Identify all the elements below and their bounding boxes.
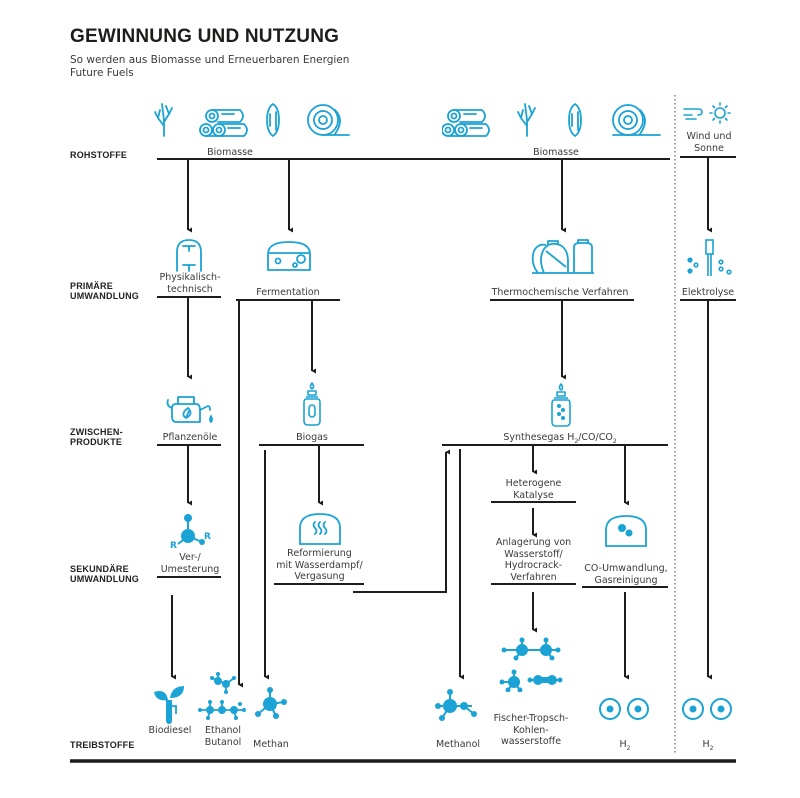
label-heterogene-katalyse: Heterogene Katalyse	[505, 478, 562, 501]
label-h2-left: H2	[605, 739, 645, 754]
alcohol-molecules-icon	[198, 672, 246, 720]
sun-icon	[709, 102, 731, 124]
synthesegas-text: Synthesegas H	[503, 432, 575, 443]
hay-bale-icon	[612, 104, 661, 136]
press-icon	[176, 239, 202, 272]
biomasse-left-icons-2	[266, 103, 350, 137]
label-biogas: Biogas	[296, 432, 328, 443]
reactor-molecule-icon	[605, 515, 647, 547]
label-biodiesel: Biodiesel	[148, 725, 192, 736]
seaweed-icon	[517, 103, 536, 137]
label-physikalisch-technisch: Physikalisch- technisch	[159, 272, 221, 295]
label-hydrocrack: Anlagerung von Wasserstoff/ Hydrocrack- …	[495, 537, 572, 583]
label-methanol: Methanol	[435, 739, 481, 750]
subtitle-line-1: So werden aus Biomasse und Erneuerbaren …	[70, 54, 350, 66]
biomasse-left-icons	[154, 103, 248, 137]
page-subtitle: So werden aus Biomasse und Erneuerbaren …	[70, 54, 410, 80]
label-fischer-tropsch: Fischer-Tropsch- Kohlen- wasserstoffe	[493, 713, 569, 747]
label-methan: Methan	[253, 739, 289, 750]
page-title: GEWINNUNG UND NUTZUNG	[70, 26, 340, 47]
label-co-umwandlung: CO-Umwandlung, Gasreinigung	[584, 563, 668, 586]
label-reformierung: Reformierung mit Wasserdampf/ Vergasung	[276, 548, 363, 582]
row-label-treibstoffe: TREIBSTOFFE	[70, 740, 135, 750]
fermenter-icon	[267, 241, 311, 271]
label-umesterung: Ver-/ Umesterung	[160, 552, 220, 575]
seaweed-icon	[154, 103, 173, 137]
hydrocarbon-molecules-icon	[499, 637, 563, 692]
corn-icon	[568, 103, 582, 137]
label-h2-right: H2	[688, 739, 728, 754]
label-biomasse-left: Biomasse	[207, 147, 253, 158]
gas-bottle-icon	[303, 382, 321, 426]
row-label-rohstoffe: ROHSTOFFE	[70, 150, 128, 160]
label-ethanol-butanol: Ethanol Butanol	[204, 725, 242, 748]
synthesegas-text-mid: /CO/CO	[578, 432, 613, 443]
logs-icon	[442, 109, 490, 137]
row-label-primaere-umwandlung: PRIMÄRE UMWANDLUNG	[70, 281, 139, 301]
row-label-zwischenprodukte: ZWISCHEN- PRODUKTE	[70, 427, 123, 447]
wind-sun-icons	[683, 102, 731, 124]
label-synthesegas: Synthesegas H2/CO/CO2	[480, 432, 640, 447]
label-fermentation: Fermentation	[256, 287, 320, 298]
h2-text: H	[702, 739, 710, 750]
synthesegas-sub-2: 2	[612, 437, 617, 445]
label-wind-sonne: Wind und Sonne	[686, 131, 732, 154]
methane-molecule-icon	[255, 687, 287, 719]
logs-icon	[199, 109, 248, 137]
h2-text: H	[619, 739, 627, 750]
plant-pump-icon	[154, 686, 184, 724]
corn-icon	[266, 103, 280, 137]
methanol-molecule-icon	[435, 689, 477, 721]
row-label-sekundaere-umwandlung: SEKUNDÄRE UMWANDLUNG	[70, 564, 139, 584]
synthesegas-sub-1: 2	[574, 437, 579, 445]
wind-icon	[683, 108, 703, 120]
hay-bale-icon	[307, 104, 350, 136]
label-elektrolyse: Elektrolyse	[681, 287, 735, 298]
electrolysis-icon	[687, 239, 732, 276]
biomasse-right-logs	[442, 109, 490, 137]
tanks-icon	[531, 239, 594, 274]
h2-sub: 2	[626, 744, 631, 752]
h2-sub: 2	[709, 744, 714, 752]
hydrogen-icon	[599, 698, 649, 720]
label-pflanzenoele: Pflanzenöle	[162, 432, 218, 443]
hydrogen-icon	[682, 698, 732, 720]
label-biomasse-right: Biomasse	[533, 147, 579, 158]
oil-can-icon	[166, 396, 213, 423]
r-label-right: R	[204, 532, 211, 542]
steam-reactor-icon	[299, 513, 341, 545]
ester-molecule-icon: R R	[170, 514, 211, 551]
label-thermochemische-verfahren: Thermochemische Verfahren	[491, 287, 629, 298]
r-label-left: R	[170, 541, 177, 551]
biomasse-right-icons	[517, 103, 661, 137]
gas-bottle-molecule-icon	[551, 383, 571, 427]
subtitle-line-2: Future Fuels	[70, 67, 134, 79]
